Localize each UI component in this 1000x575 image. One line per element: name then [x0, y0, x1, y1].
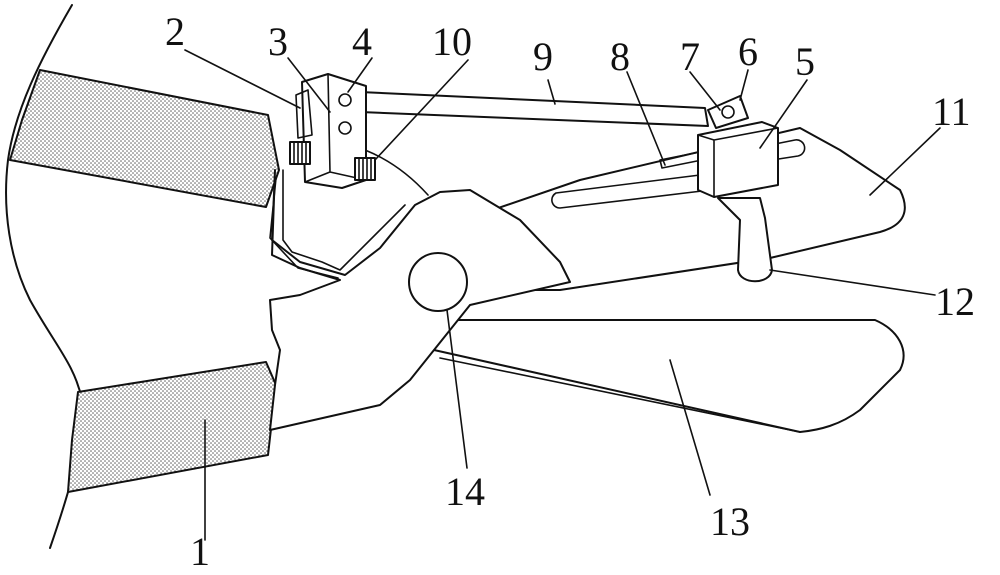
lower-grip — [67, 361, 277, 493]
block-hole-upper — [338, 93, 352, 107]
slide-block-edge — [697, 127, 779, 198]
label-6: 6 — [738, 29, 758, 74]
leader-lines — [184, 49, 941, 541]
block-hole-lower — [338, 121, 352, 135]
screw-left — [289, 141, 311, 165]
lower-jaw — [433, 319, 905, 433]
label-13: 13 — [710, 499, 750, 544]
label-3: 3 — [268, 19, 288, 64]
spring-link-inner — [269, 177, 339, 279]
screw-right-thread — [358, 157, 372, 181]
label-1: 1 — [190, 529, 210, 574]
label-4: 4 — [352, 19, 372, 64]
label-2: 2 — [165, 9, 185, 54]
slot-groove-right — [769, 139, 806, 161]
label-8: 8 — [610, 34, 630, 79]
upper-jaw-contour — [364, 149, 429, 196]
label-11: 11 — [932, 89, 971, 134]
label-7: 7 — [680, 34, 700, 79]
label-9: 9 — [533, 34, 553, 79]
screw-right — [354, 157, 376, 181]
right-bracket — [707, 95, 749, 129]
spring-link — [282, 169, 406, 271]
label-5: 5 — [795, 39, 815, 84]
pivot-pin — [408, 252, 468, 312]
upper-jaw — [439, 127, 906, 291]
label-10: 10 — [432, 19, 472, 64]
slide-block — [697, 121, 779, 198]
pin-rod — [295, 89, 313, 139]
lower-jaw-edge — [439, 357, 801, 433]
screw-left-thread — [293, 141, 307, 165]
hanging-clamp — [717, 197, 773, 283]
right-bracket-hole — [721, 105, 735, 119]
label-14: 14 — [445, 469, 485, 514]
upper-grip — [9, 69, 280, 208]
label-12: 12 — [935, 279, 975, 324]
